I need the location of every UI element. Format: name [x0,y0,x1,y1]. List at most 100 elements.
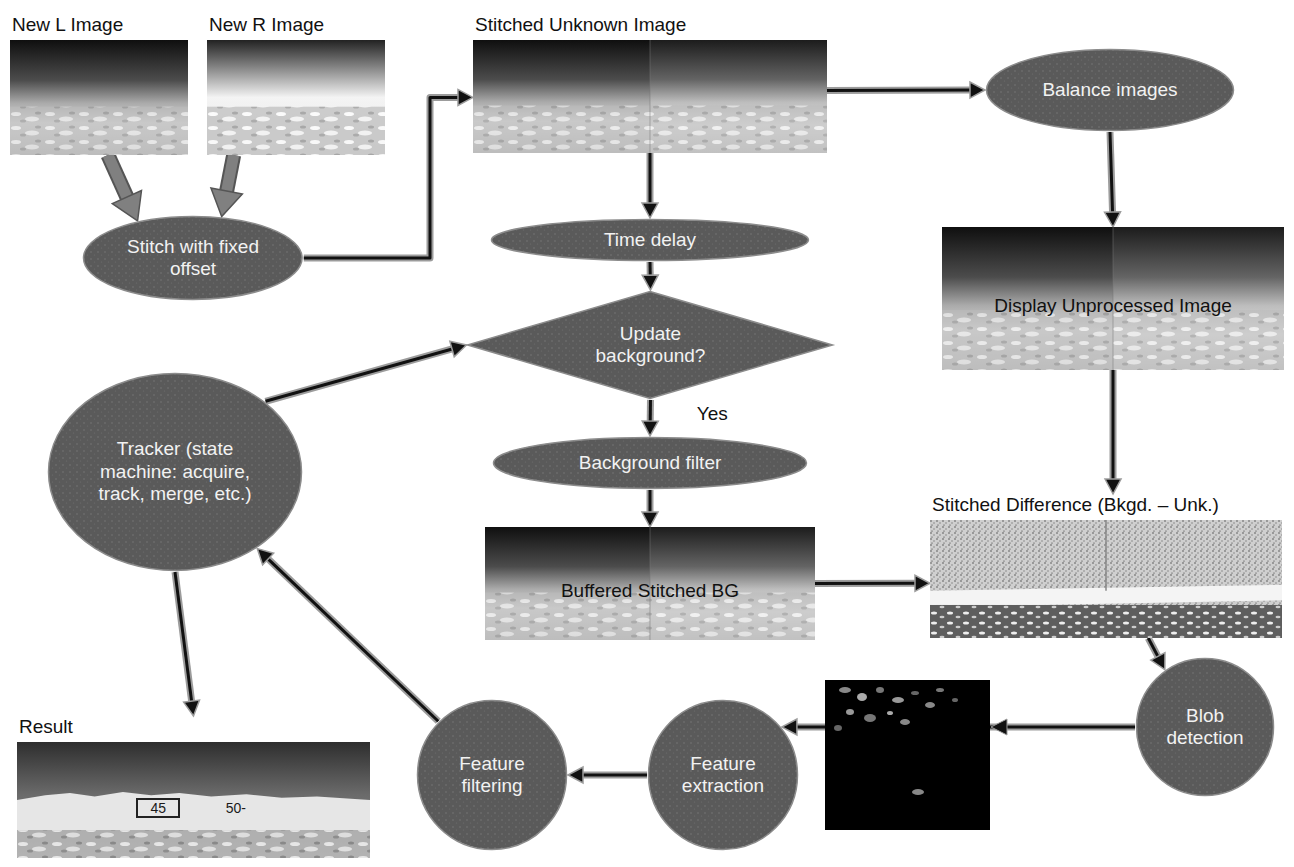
node-text: Tracker (state machine: acquire, track, … [93,438,258,505]
arrow-outline [108,155,128,199]
arrow-head [450,341,467,356]
node-label: Balance images [1042,79,1177,101]
arrow-line [827,89,972,92]
arrow-outline [647,153,654,205]
image-caption: Display Unprocessed Image [994,295,1232,317]
arrow-line [649,490,652,514]
ellipse-outline [84,217,303,300]
arrow-head [1105,479,1121,494]
flow-arrow [642,262,658,290]
process-ellipse: Feature extraction [647,699,799,851]
process-ellipse: Feature filtering [416,699,568,851]
node-label: Tracker (state machine: acquire, track, … [93,438,258,505]
node-text: Feature extraction [667,753,779,798]
flow-arrow [1148,638,1165,670]
image-layer [930,605,1282,638]
node-label: Feature extraction [667,753,779,798]
arrow-head [568,767,583,783]
image-title: Stitched Unknown Image [475,14,827,36]
image-frame [207,40,385,155]
arrow-outline [1148,638,1159,658]
image-layer [17,742,370,858]
camera-image [930,520,1282,638]
flow-arrow [642,490,658,527]
arrow-outline [647,490,654,514]
flow-arrow [815,575,930,591]
image-title: Result [19,716,370,738]
arrow-head [991,719,1007,735]
arrow-line [267,558,439,722]
node-text: Blob detection [1153,705,1258,750]
image-panel: Display Unprocessed Image [942,227,1284,370]
node-label: Stitch with fixed offset [123,236,263,281]
process-ellipse: Balance images [985,48,1235,132]
ellipse-outline [1137,659,1274,796]
arrow-outline [581,772,647,779]
ellipse-outline [987,50,1234,131]
edge-label: Yes [695,403,730,425]
process-ellipse: Tracker (state machine: acquire, track, … [47,372,303,572]
arrow-head [642,275,658,290]
ellipse-outline [494,438,807,489]
flow-arrow [211,155,242,216]
arrow-outline [267,558,439,722]
arrow-head [642,512,658,527]
image-layer [1105,520,1107,591]
arrow-outline [1110,370,1117,481]
arrow-head [184,700,200,716]
image-title: New R Image [209,14,385,36]
image-panel: New L Image [10,14,188,155]
arrow-outline [647,400,654,423]
image-panel: Stitched Difference (Bkgd. – Unk.) [930,494,1282,638]
camera-image [10,40,188,155]
arrow-head [642,421,658,436]
camera-image [17,742,370,858]
arrow-head [112,191,141,221]
arrow-line [266,348,454,401]
node-label: Blob detection [1153,705,1258,750]
flow-arrow [827,82,985,98]
camera-image [473,40,827,153]
arrow-line [649,153,652,205]
overlay-number: 50- [226,800,246,816]
node-text: Update background? [575,323,725,368]
arrow-outline [266,348,454,401]
arrow-head [257,549,273,565]
process-ellipse: Stitch with fixed offset [82,215,304,301]
arrow-line [649,400,652,423]
arrow-line [581,774,647,777]
camera-image [207,40,385,155]
blob-spots [834,687,958,795]
node-label: Update background? [575,323,725,368]
node-text: Stitch with fixed offset [123,236,263,281]
flow-arrow [568,767,647,783]
image-layer [10,40,188,155]
process-ellipse: Time delay [490,218,810,262]
node-text: Time delay [604,229,696,251]
arrow-outline [175,572,192,703]
ellipse-outline [49,374,302,571]
arrow-line [226,155,233,193]
image-frame [930,520,1282,638]
image-panel: Result [17,716,370,858]
arrow-head [915,575,930,591]
flow-arrow [266,341,467,401]
arrow-head [642,203,658,218]
image-title: Stitched Difference (Bkgd. – Unk.) [932,494,1282,516]
node-label: Background filter [579,452,722,474]
image-title: New L Image [12,14,188,36]
arrow-outline [815,580,917,587]
process-ellipse: Background filter [492,436,808,490]
image-layer [17,830,370,858]
image-panel: Buffered Stitched BG [485,527,815,640]
image-frame [17,742,370,858]
arrow-head [458,89,473,105]
image-layer [207,40,385,155]
arrow-head [1105,212,1121,227]
ellipse-outline [418,701,567,850]
image-panel: Stitched Unknown Image [473,14,827,153]
arrow-head [1151,653,1165,670]
decision-diamond: Update background? [466,290,834,400]
image-frame [473,40,827,153]
blob-image [825,680,990,830]
